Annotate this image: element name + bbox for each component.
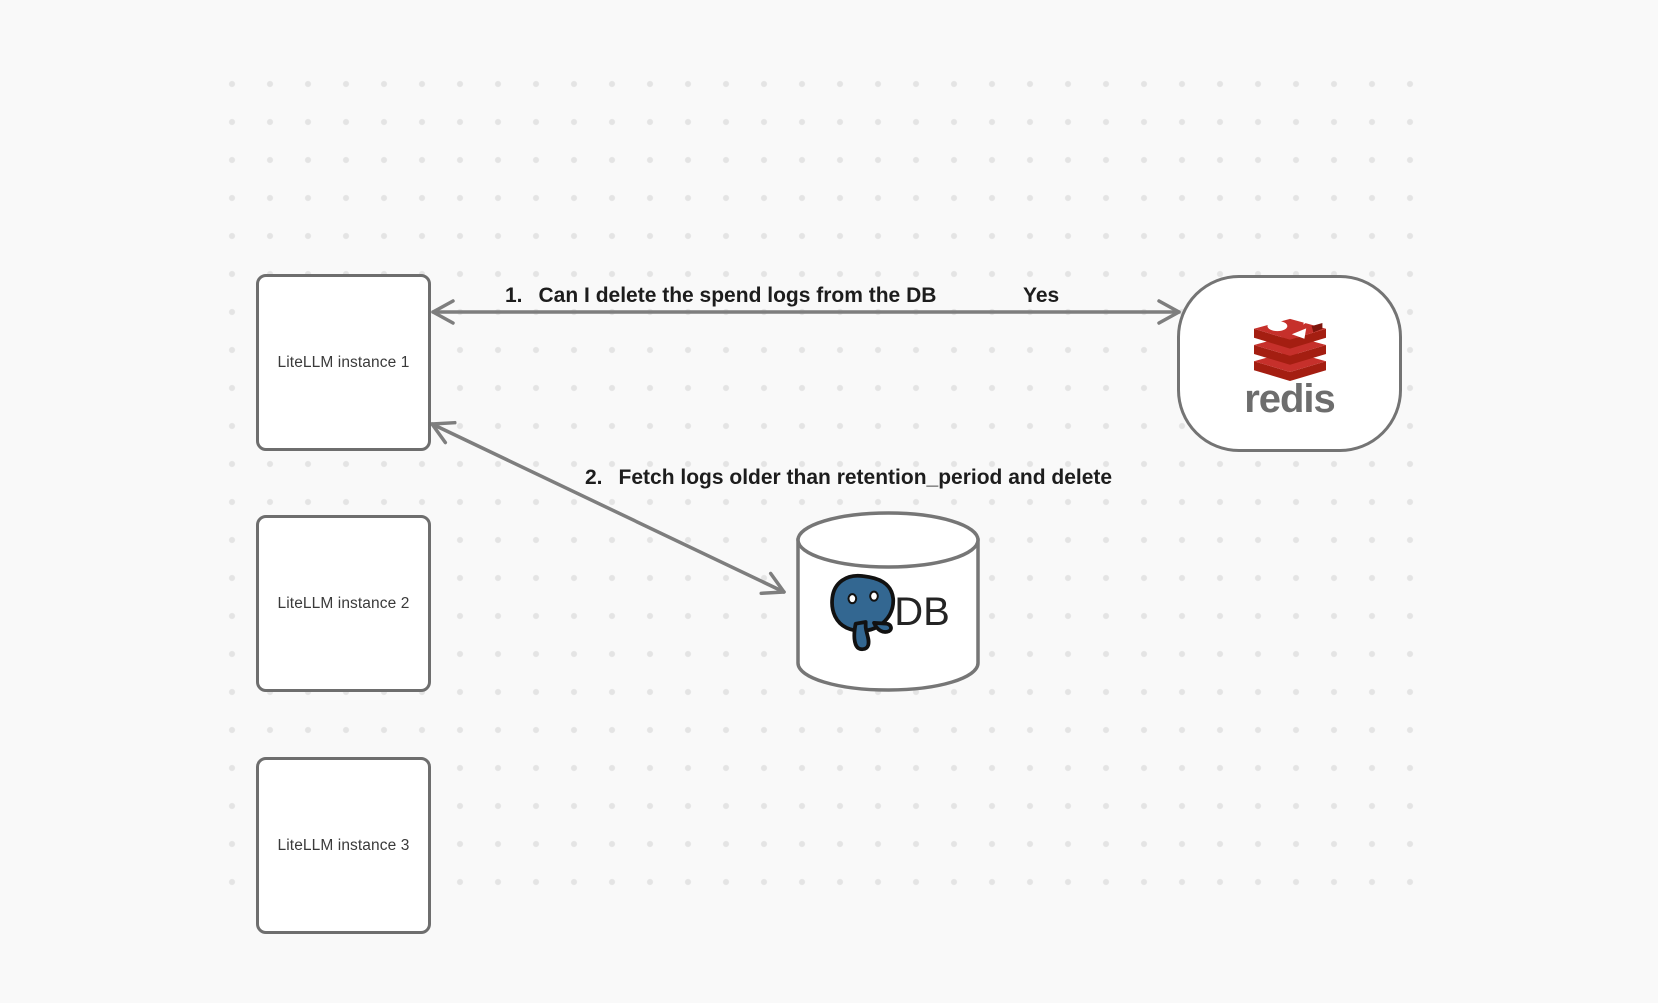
node-db[interactable]: DB: [795, 510, 981, 693]
edge1-text: Can I delete the spend logs from the DB: [538, 284, 937, 307]
node-label: LiteLLM instance 3: [277, 836, 410, 854]
edge2-text: Fetch logs older than retention_period a…: [618, 466, 1113, 489]
edge2-number: 2.: [585, 466, 603, 489]
redis-wordmark: redis: [1244, 376, 1336, 421]
edge1-answer: Yes: [1023, 284, 1059, 308]
node-litellm-instance-1[interactable]: LiteLLM instance 1: [256, 274, 431, 451]
postgresql-icon: [830, 573, 896, 652]
edge2-label: 2. Fetch logs older than retention_perio…: [585, 466, 1112, 490]
edge1-answer-text: Yes: [1023, 284, 1060, 307]
edge1-label: 1. Can I delete the spend logs from the …: [505, 284, 936, 308]
node-label: LiteLLM instance 1: [277, 353, 410, 371]
node-label: LiteLLM instance 2: [277, 594, 410, 612]
db-content: DB: [795, 572, 981, 652]
node-litellm-instance-3[interactable]: LiteLLM instance 3: [256, 757, 431, 934]
db-label: DB: [894, 590, 950, 634]
node-litellm-instance-2[interactable]: LiteLLM instance 2: [256, 515, 431, 692]
redis-logo-icon: [1253, 309, 1326, 381]
edge1-number: 1.: [505, 284, 523, 307]
node-redis[interactable]: redis: [1177, 275, 1402, 452]
